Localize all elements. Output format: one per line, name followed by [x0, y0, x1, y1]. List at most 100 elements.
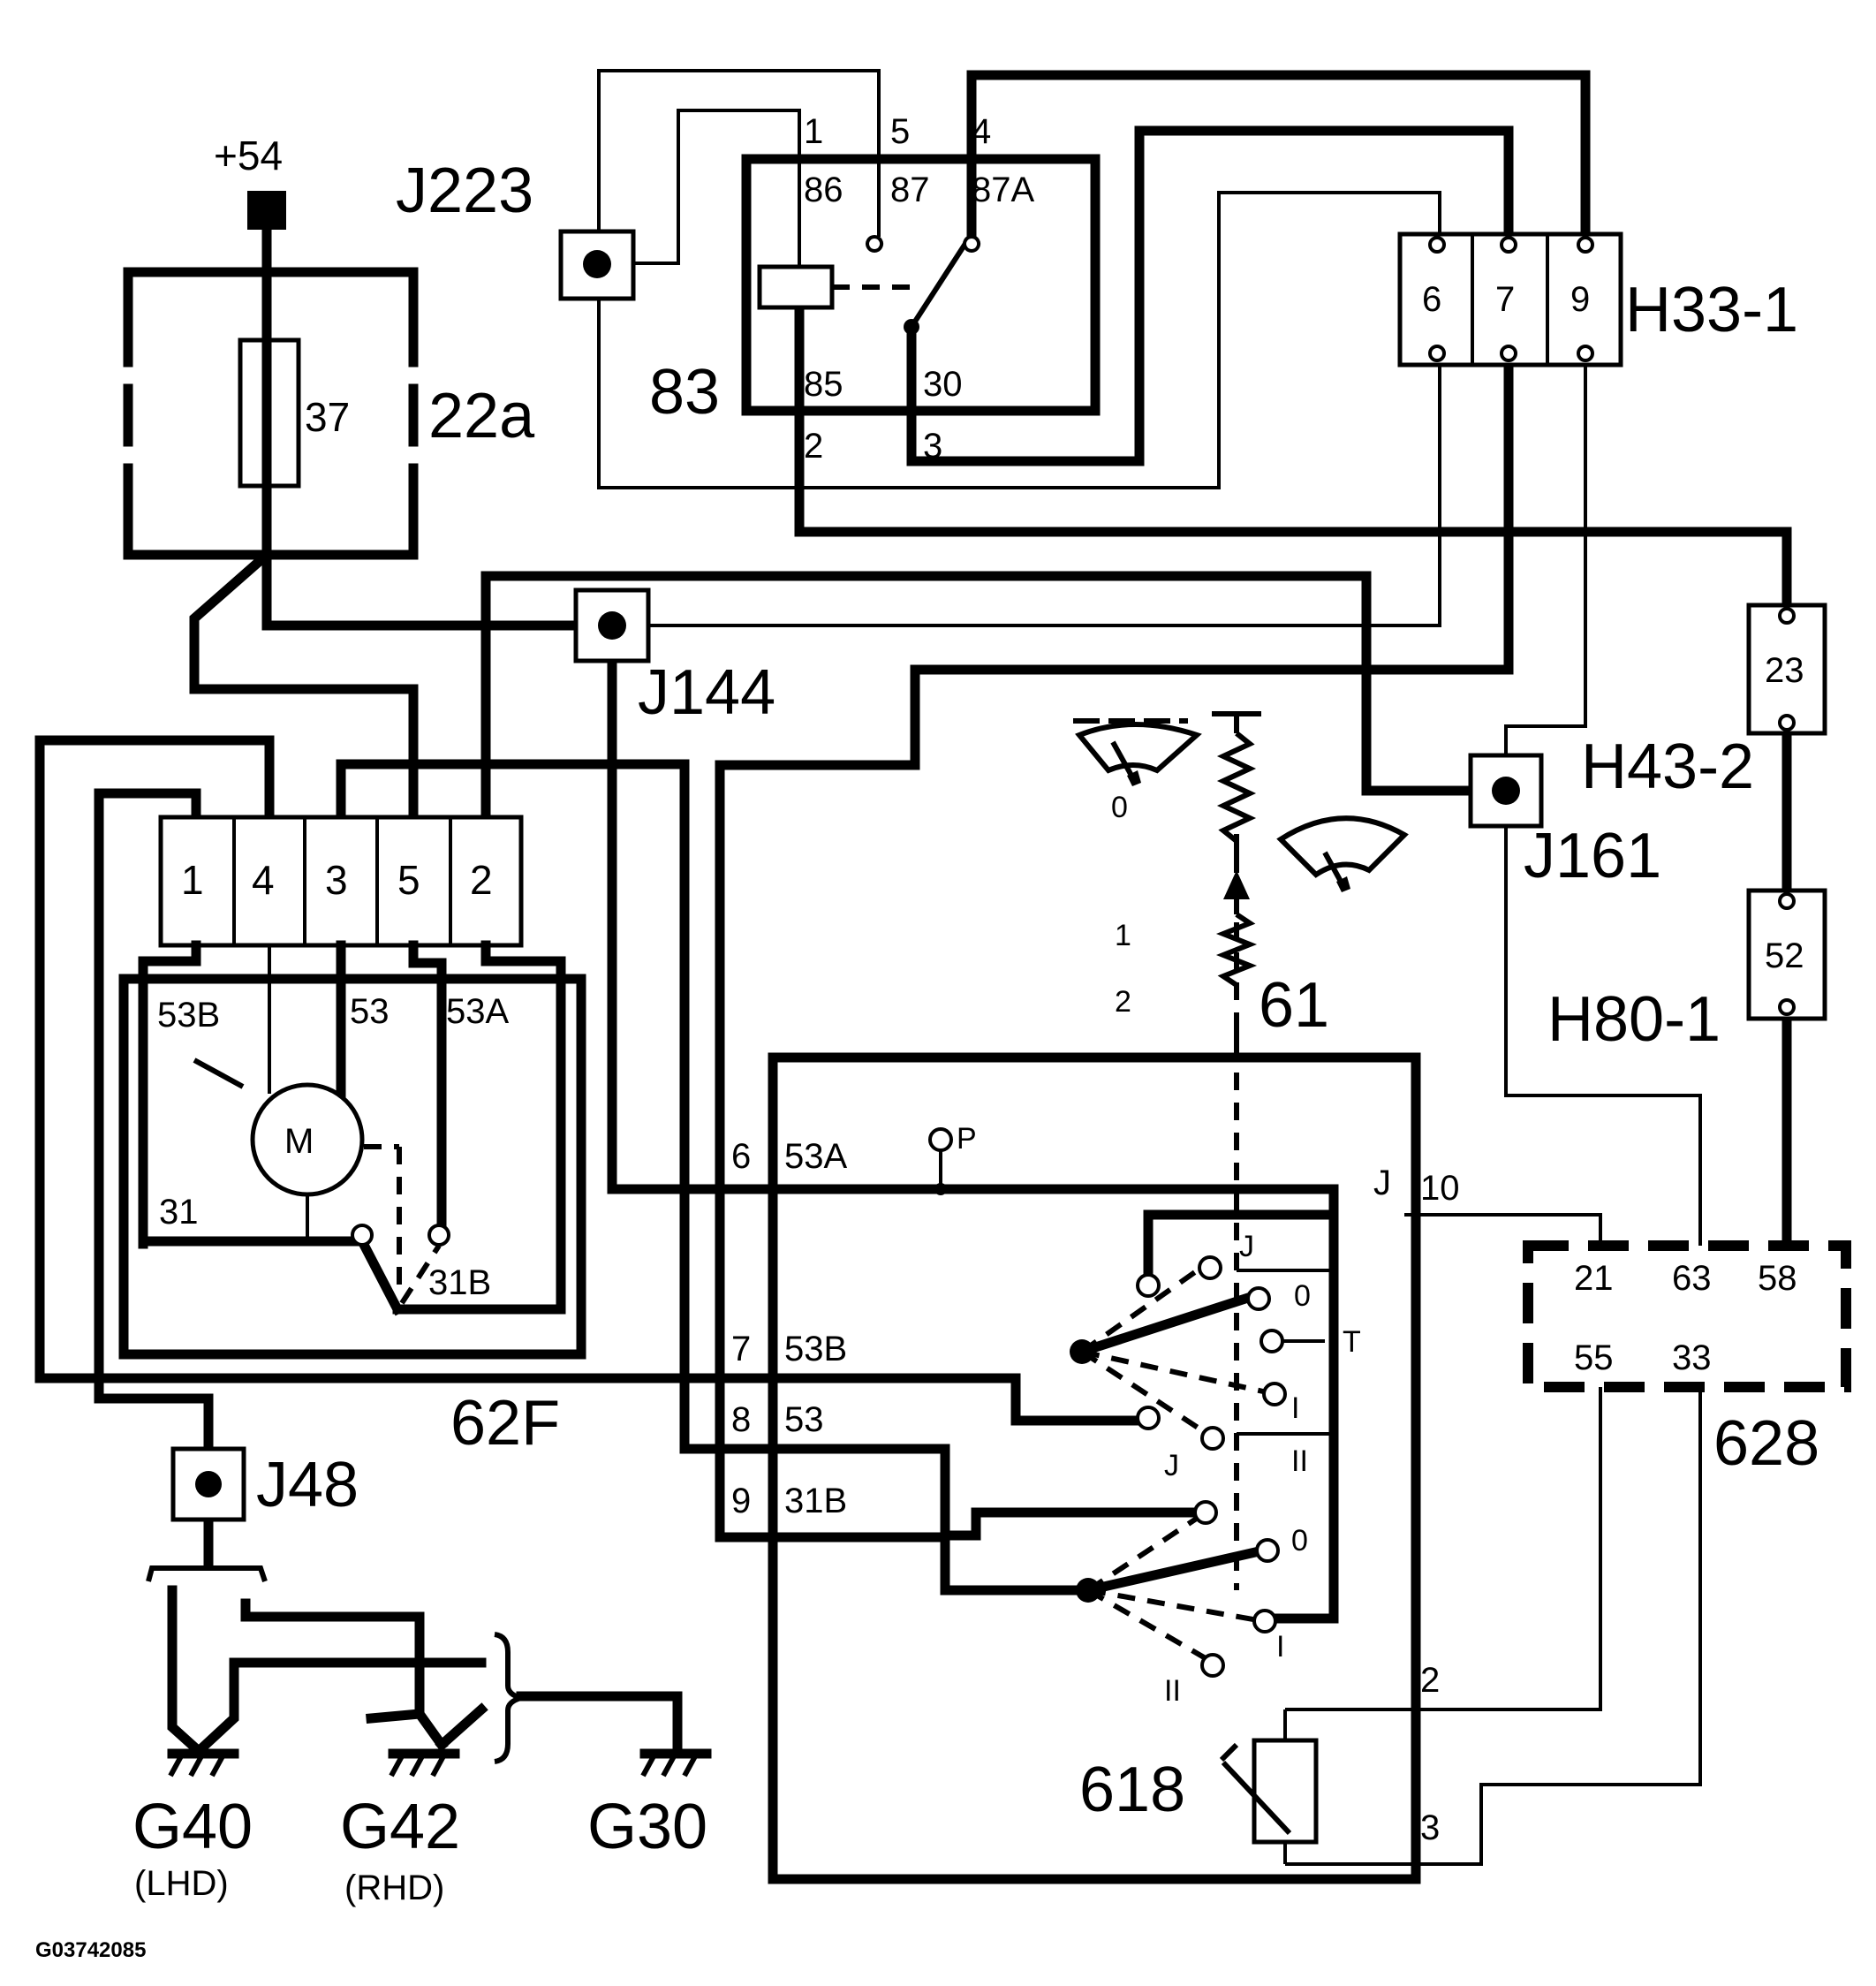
relay-pin-85: 85 — [804, 365, 843, 404]
supply-terminal-icon — [247, 191, 286, 230]
h80-pin-23: 23 — [1765, 651, 1804, 690]
module-628-box — [1523, 1240, 1851, 1392]
switch-j-label: J — [1373, 1164, 1391, 1202]
switch-pin-7: 7 — [731, 1330, 751, 1368]
contact-i1: I — [1291, 1391, 1299, 1425]
g42-note: (RHD) — [344, 1869, 444, 1907]
relay-pin-2: 2 — [804, 427, 823, 466]
module-pin-21: 21 — [1574, 1259, 1614, 1298]
contact-01: 0 — [1294, 1279, 1311, 1313]
switch-pin-9: 9 — [731, 1482, 751, 1520]
h80-pin-52: 52 — [1765, 936, 1804, 975]
contact-i2: I — [1276, 1630, 1284, 1664]
switch-pin-53: 53 — [784, 1400, 824, 1439]
motor-pin-2: 2 — [470, 857, 493, 903]
g40-note: (LHD) — [134, 1864, 229, 1903]
relay-pin-87a: 87A — [972, 171, 1034, 209]
connector-h80-pin-52 — [1746, 888, 1827, 1021]
h33-pin-6: 6 — [1422, 280, 1441, 319]
fuse-label: 37 — [305, 394, 350, 440]
motor-assembly-label: 62F — [450, 1388, 560, 1459]
motor-label-53b: 53B — [157, 996, 220, 1035]
g42-label: G42 — [340, 1792, 460, 1862]
switch-pin-8: 8 — [731, 1400, 751, 1439]
module-pin-63: 63 — [1672, 1259, 1712, 1298]
motor-pin-1: 1 — [181, 857, 204, 903]
labels: +54 J223 83 1 86 5 87 4 87A 85 30 2 3 22… — [35, 112, 1819, 1962]
motor-pin-5: 5 — [397, 857, 420, 903]
motor-label-53: 53 — [350, 992, 390, 1031]
switch-pos-0: 0 — [1111, 791, 1128, 824]
switch-pin-6: 6 — [731, 1137, 751, 1176]
h43-label: H43-2 — [1581, 731, 1754, 802]
splice-j223-dot — [583, 250, 611, 278]
ground-g40-icon — [167, 1748, 239, 1778]
module-pin-33: 33 — [1672, 1338, 1712, 1377]
supply-label: +54 — [214, 133, 283, 178]
connector-h33-1 — [1397, 231, 1623, 368]
switch-p-label: P — [957, 1122, 977, 1156]
switch-pin-53a: 53A — [784, 1137, 847, 1176]
relay-pin-30: 30 — [923, 365, 963, 404]
motor-label-m: M — [284, 1122, 314, 1161]
g40-label: G40 — [132, 1792, 253, 1862]
contact-02: 0 — [1291, 1524, 1308, 1558]
ground-g42-icon — [388, 1748, 460, 1778]
contact-j2: J — [1164, 1449, 1179, 1482]
module-628-label: 628 — [1713, 1408, 1819, 1479]
motor-label-31: 31 — [159, 1193, 199, 1232]
wires — [34, 69, 1792, 1866]
relay-pin-86: 86 — [804, 171, 843, 209]
module-pin-58: 58 — [1758, 1259, 1797, 1298]
switch-pin-31b: 31B — [784, 1482, 847, 1520]
h33-label: H33-1 — [1625, 275, 1798, 345]
fuse-box-22a — [123, 191, 419, 560]
switch-61-resistor — [1073, 711, 1409, 1056]
switch-10-label: 10 — [1420, 1169, 1460, 1208]
contact-ii1: II — [1291, 1444, 1308, 1478]
wiper-icon-park — [1075, 722, 1202, 774]
j144-label: J144 — [638, 657, 775, 728]
motor-label-31b: 31B — [428, 1263, 491, 1302]
motor-pin-3: 3 — [325, 857, 348, 903]
g30-label: G30 — [587, 1792, 707, 1862]
relay-pin-4: 4 — [972, 112, 991, 151]
switch-p-contact-icon — [928, 1127, 953, 1152]
h33-pin-9: 9 — [1570, 280, 1590, 319]
j48-label: J48 — [256, 1450, 359, 1520]
contact-ii2: II — [1164, 1674, 1181, 1708]
switch-2-label: 2 — [1420, 1661, 1440, 1700]
relay-coil-icon — [757, 264, 835, 310]
switch-618 — [768, 892, 1421, 1884]
relay-pin-87: 87 — [890, 171, 930, 209]
motor-label-53a: 53A — [446, 992, 509, 1031]
motor-connector — [158, 815, 524, 948]
h80-label: H80-1 — [1547, 984, 1721, 1055]
contact-j1: J — [1239, 1230, 1254, 1263]
relay-pin-5: 5 — [890, 112, 910, 151]
module-pin-55: 55 — [1574, 1338, 1614, 1377]
motor-pin-4: 4 — [252, 857, 275, 903]
figure-id: G03742085 — [35, 1938, 146, 1962]
relay-pin-1: 1 — [804, 112, 823, 151]
rheostat-label: 618 — [1079, 1755, 1185, 1825]
switch-pos-2: 2 — [1115, 985, 1131, 1019]
contact-t: T — [1343, 1325, 1361, 1359]
ground-wiring — [146, 1565, 712, 1778]
j161-label: J161 — [1524, 821, 1661, 891]
switch-61-label: 61 — [1259, 970, 1329, 1041]
connector-h80-pin-23 — [1746, 603, 1827, 736]
ground-g30-icon — [639, 1748, 712, 1778]
j223-label: J223 — [396, 155, 533, 226]
switch-3-label: 3 — [1420, 1808, 1440, 1847]
wiper-icon-sweep — [1276, 815, 1409, 878]
h33-pin-7: 7 — [1495, 280, 1515, 319]
motor-assembly-62f — [118, 940, 586, 1360]
switch-pos-1: 1 — [1115, 919, 1131, 952]
relay-83-label: 83 — [649, 357, 720, 428]
relay-pin-3: 3 — [923, 427, 942, 466]
fuse-box-label: 22a — [428, 381, 535, 451]
switch-pin-53b: 53B — [784, 1330, 847, 1368]
